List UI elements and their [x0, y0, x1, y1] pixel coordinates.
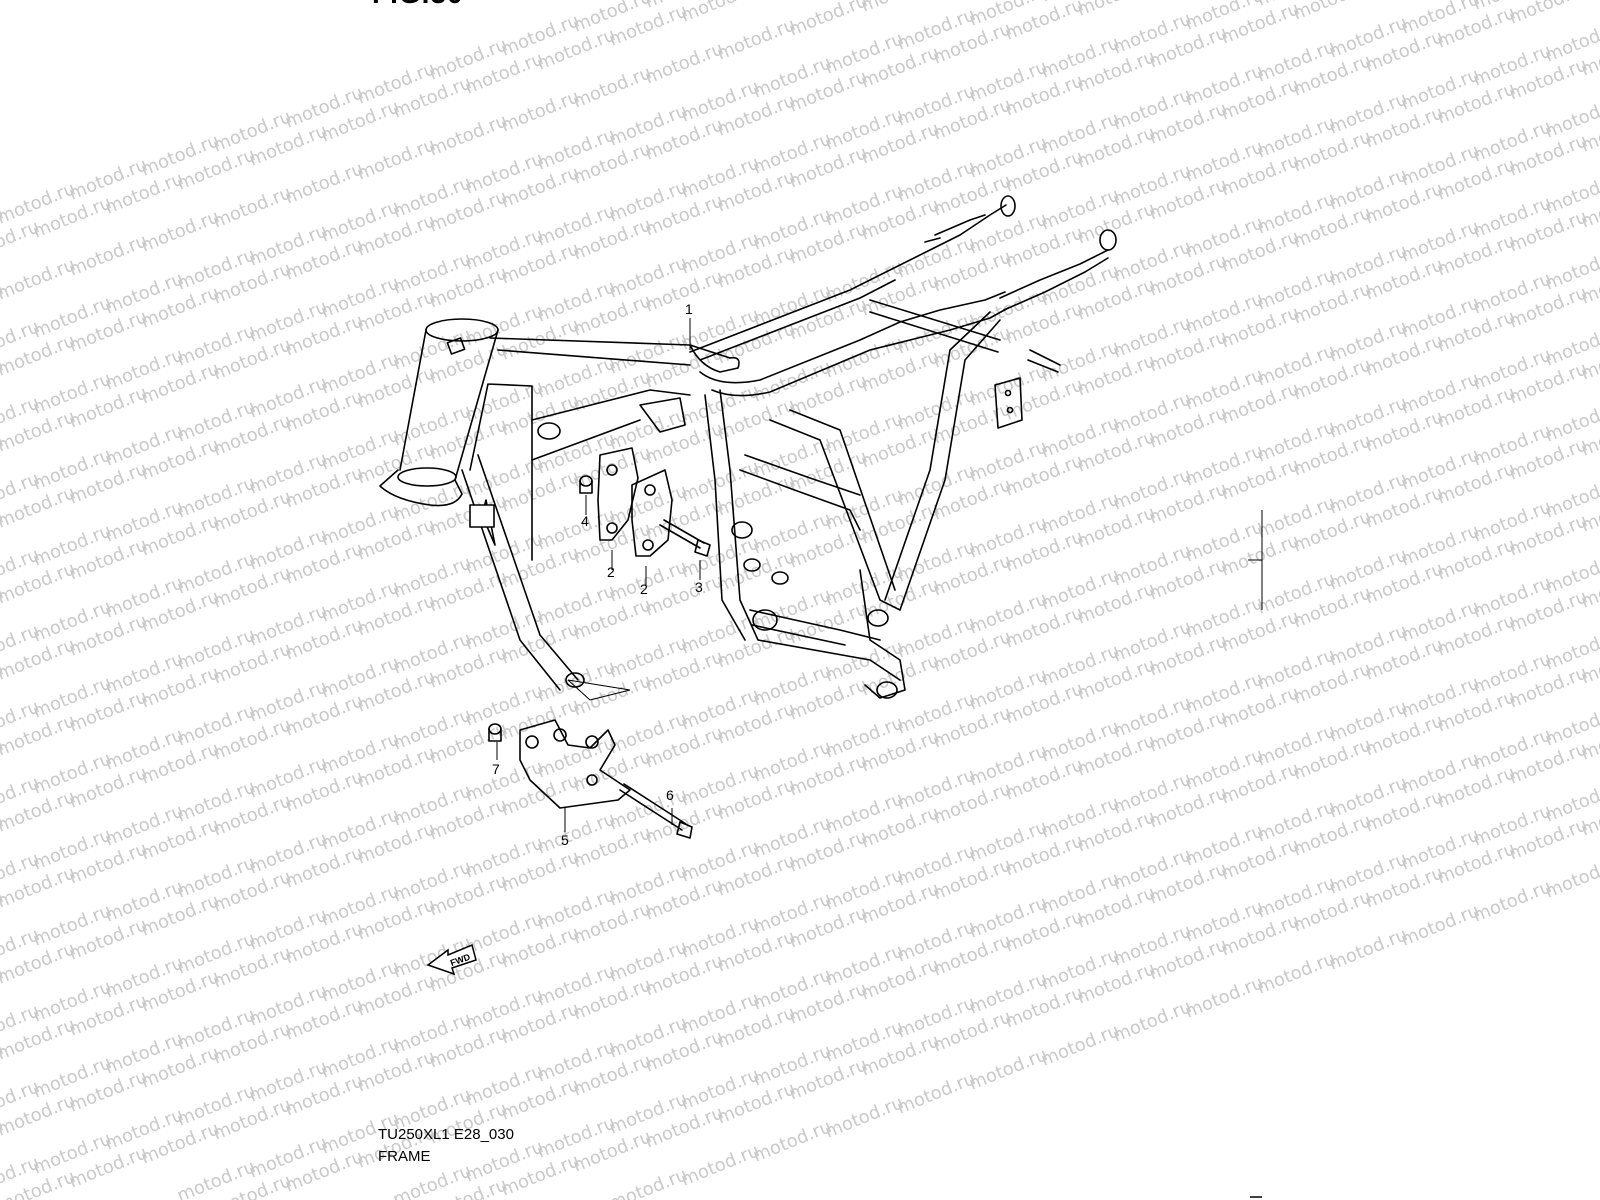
- nut-4[interactable]: [579, 475, 593, 494]
- engine-cradle-tubes: [531, 214, 1061, 699]
- callout-6: 6: [666, 787, 674, 803]
- diagram-title: FRAME: [378, 1148, 431, 1165]
- callout-4: 4: [581, 513, 589, 529]
- steering-head-tube: [379, 318, 499, 507]
- main-frame[interactable]: [379, 195, 1117, 699]
- nut-7[interactable]: [488, 723, 502, 742]
- top-backbone-tubes: [489, 195, 1117, 397]
- diagram-code: TU250XL1 E28_030: [378, 1126, 514, 1143]
- fwd-arrow: FWD: [426, 943, 477, 976]
- watermark-text: motod.ru: [1578, 0, 1600, 5]
- lower-engine-bracket[interactable]: [519, 719, 631, 809]
- front-downtube: [461, 383, 585, 691]
- callout-7: 7: [492, 761, 500, 777]
- callout-2-right: 2: [640, 581, 648, 597]
- bolt-6[interactable]: [619, 783, 693, 839]
- callout-3: 3: [695, 579, 703, 595]
- callout-1: 1: [685, 301, 693, 317]
- callout-2-left: 2: [607, 564, 615, 580]
- callout-5: 5: [561, 832, 569, 848]
- engine-mount-plate-right[interactable]: [631, 469, 673, 557]
